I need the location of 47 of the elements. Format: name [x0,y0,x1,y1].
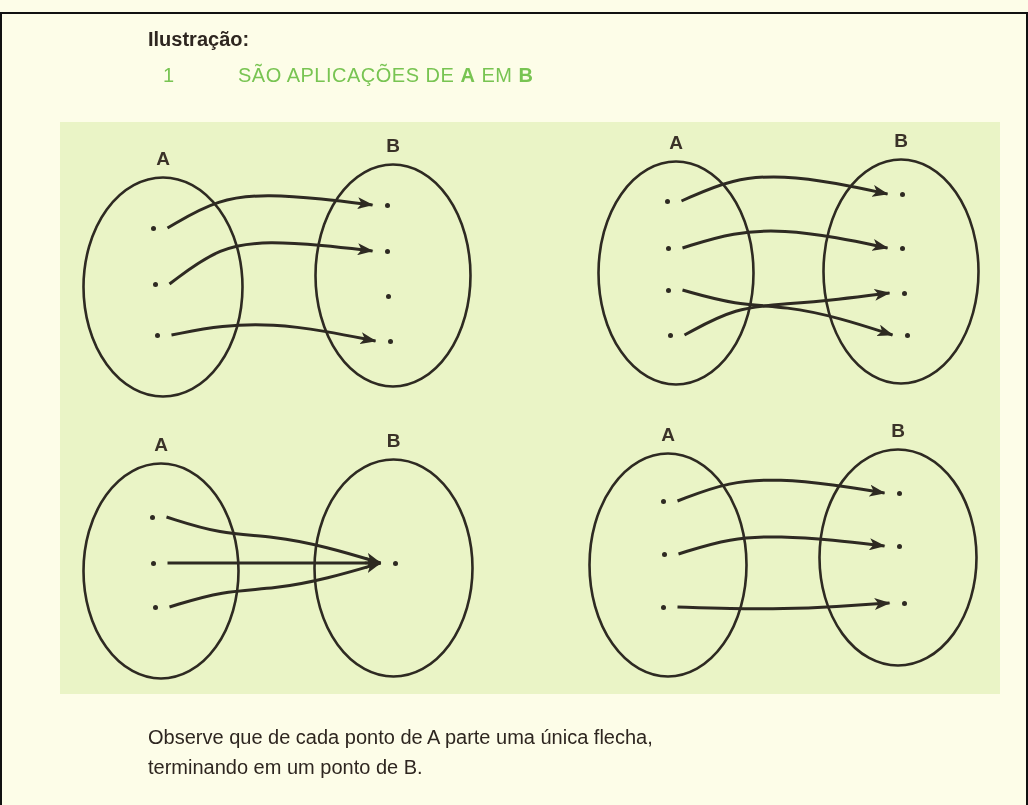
caption: Observe que de cada ponto de A parte uma única flecha, terminando em um ponto de B. [148,725,654,780]
point [904,332,910,338]
point [150,225,156,231]
arrow [682,229,889,251]
set-label: B [890,421,906,441]
set-label: B [385,136,401,156]
set-label: A [660,425,676,445]
point [667,332,673,338]
point [392,560,398,566]
point [896,543,902,549]
point [901,600,907,606]
arrow [676,478,886,503]
point [899,191,905,197]
arrow [677,598,891,611]
arrow [166,194,374,230]
point [660,498,666,504]
item-number: 1 [163,64,175,87]
arrow [169,561,382,609]
point [154,332,160,338]
set-label: B [385,431,402,451]
point [152,281,158,287]
point [664,198,670,204]
point [661,551,667,557]
point [384,202,390,208]
subheading: SÃO APLICAÇÕES DE A EM B [238,64,534,87]
point [387,338,393,344]
point [899,245,905,251]
arrow [166,515,382,565]
point [660,604,666,610]
arrow [171,323,377,344]
set-label: A [668,133,684,153]
point [901,290,907,296]
point [665,245,671,251]
point [665,287,671,293]
arrow [680,175,889,203]
point [385,293,391,299]
heading: Ilustração: [148,28,250,51]
set-label: A [155,149,171,169]
arrow [168,241,374,286]
point [150,560,156,566]
point [149,514,155,520]
point [152,604,158,610]
set-label: B [893,131,909,151]
arrow [678,535,886,556]
point [384,248,390,254]
set-label: A [153,435,169,455]
point [896,490,902,496]
